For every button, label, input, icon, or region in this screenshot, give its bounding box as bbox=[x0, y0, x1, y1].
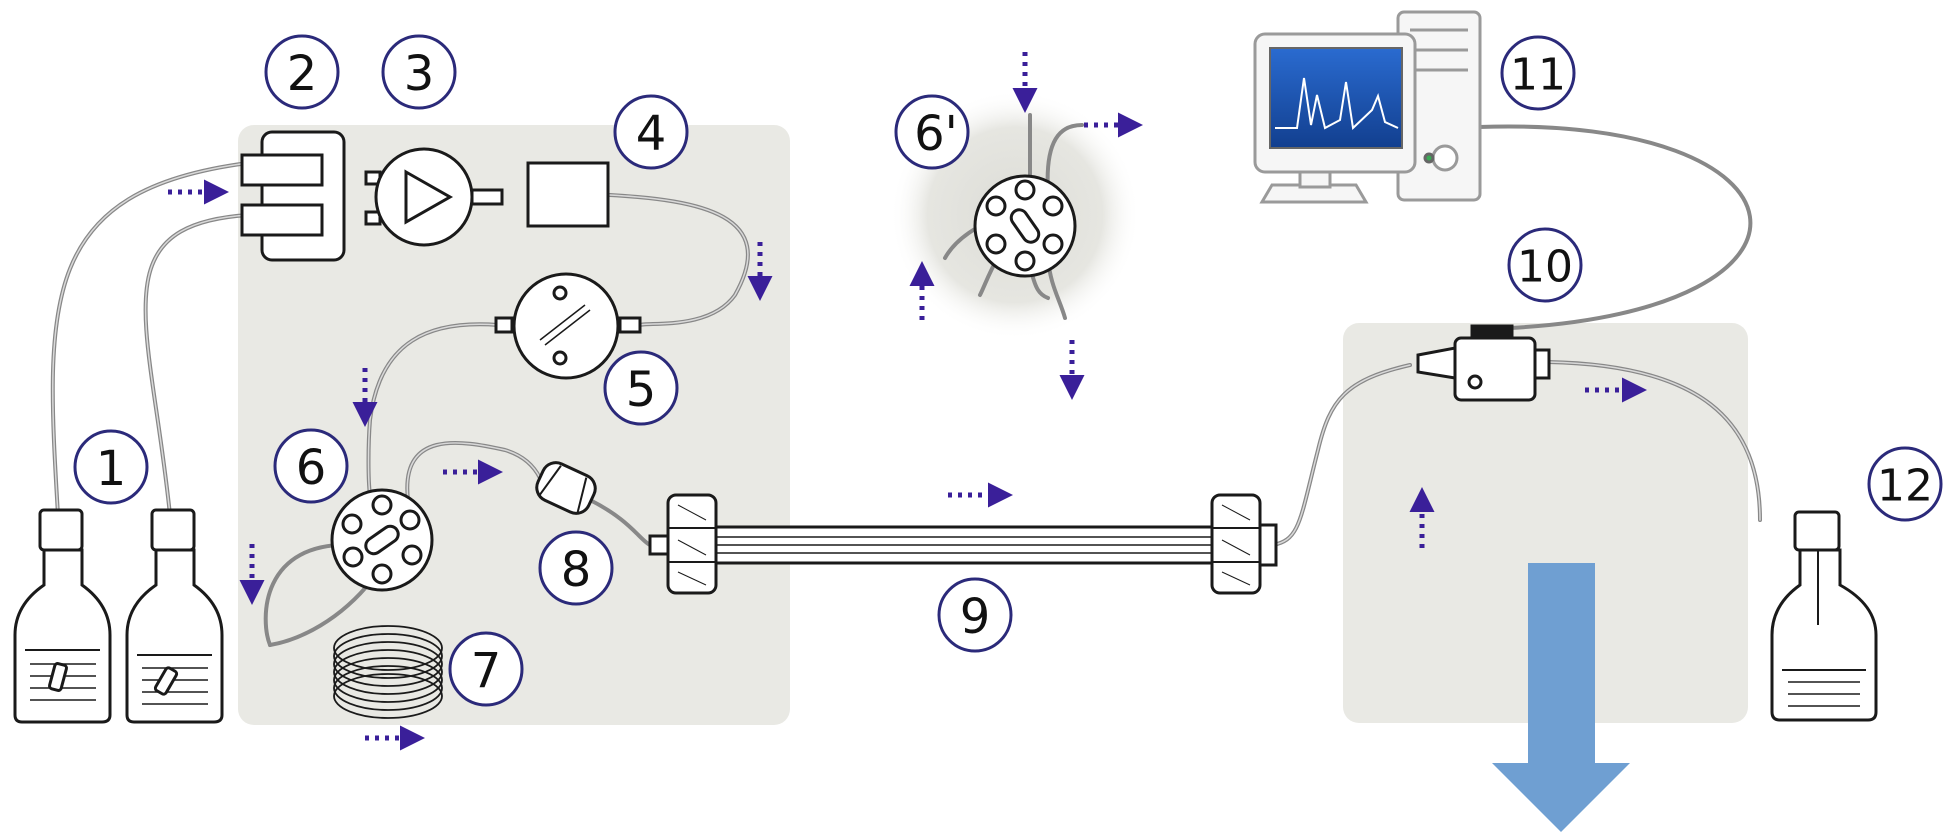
label-10: 10 bbox=[1517, 242, 1573, 293]
label-9-circle bbox=[937, 577, 1013, 653]
label-3: 3 bbox=[404, 46, 435, 102]
label-8: 8 bbox=[561, 542, 592, 598]
column bbox=[648, 493, 1278, 595]
label-11-circle bbox=[1500, 35, 1576, 111]
sample-loop bbox=[333, 625, 443, 719]
pump bbox=[364, 147, 610, 247]
label-2-circle bbox=[264, 34, 340, 110]
flow-arrows bbox=[168, 52, 1647, 751]
label-8-circle bbox=[538, 530, 614, 606]
label-4: 4 bbox=[636, 106, 667, 162]
solvent-bottle-a bbox=[13, 508, 112, 724]
label-12: 12 bbox=[1877, 461, 1933, 512]
label-1: 1 bbox=[96, 441, 127, 497]
precolumn-filter bbox=[535, 461, 597, 515]
label-12-circle bbox=[1867, 446, 1943, 522]
pulse-damper bbox=[494, 272, 642, 380]
label-7-circle bbox=[448, 631, 524, 707]
label-7: 7 bbox=[471, 643, 502, 699]
label-5-circle bbox=[603, 350, 679, 426]
label-4-circle bbox=[613, 94, 689, 170]
tubing-left bbox=[50, 124, 1762, 647]
label-6p-circle bbox=[894, 94, 970, 170]
degasser-block bbox=[240, 130, 346, 262]
label-6: 6 bbox=[296, 440, 327, 496]
label-1-circle bbox=[73, 429, 149, 505]
label-2: 2 bbox=[287, 46, 318, 102]
big-down-arrow bbox=[1492, 563, 1630, 832]
label-9: 9 bbox=[960, 589, 991, 645]
label-group bbox=[73, 34, 1943, 707]
detector bbox=[1416, 324, 1551, 402]
label-6-circle bbox=[273, 428, 349, 504]
label-6p: 6' bbox=[914, 106, 958, 162]
injection-valve bbox=[330, 488, 434, 592]
label-5: 5 bbox=[626, 362, 657, 418]
module-panel-detector bbox=[1343, 323, 1748, 723]
valve-detail bbox=[943, 113, 1084, 320]
label-3-circle bbox=[381, 34, 457, 110]
solvent-bottle-b bbox=[125, 508, 224, 724]
label-10-circle bbox=[1507, 227, 1583, 303]
computer bbox=[1253, 10, 1482, 204]
waste-bottle bbox=[1770, 510, 1878, 722]
label-11: 11 bbox=[1510, 50, 1566, 101]
